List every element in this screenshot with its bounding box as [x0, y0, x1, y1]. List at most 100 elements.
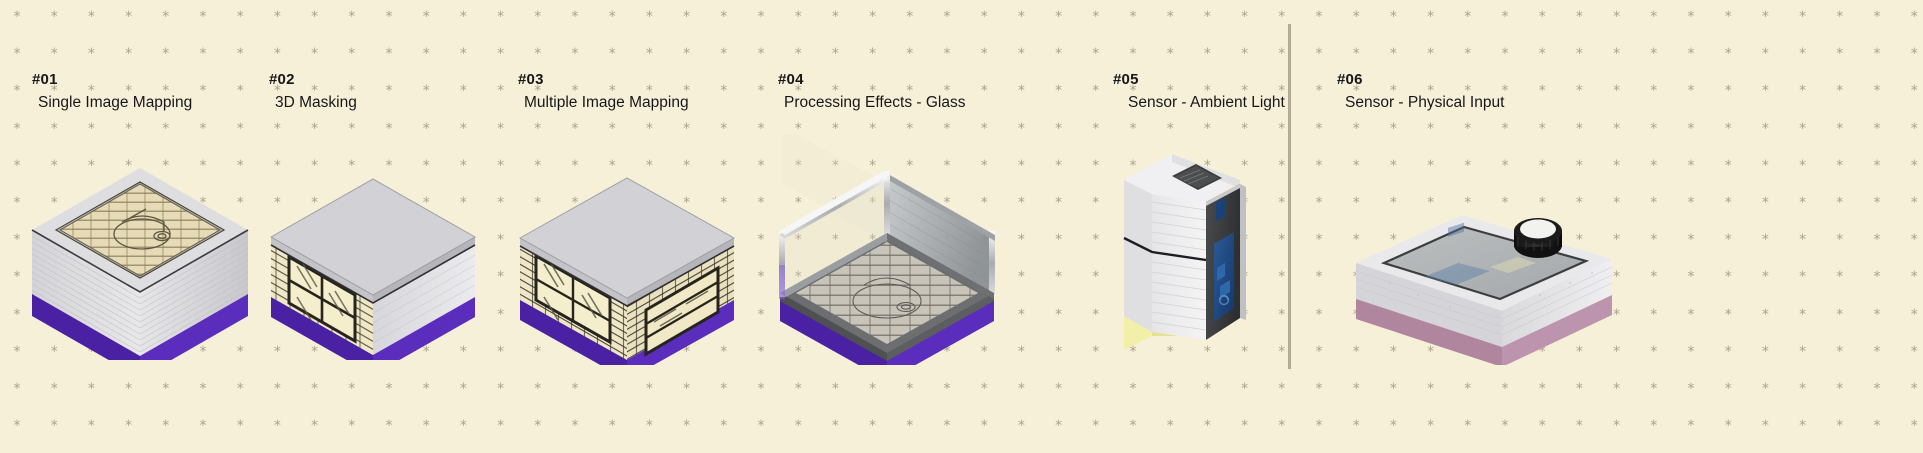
pattern-asterisk: * [1315, 157, 1323, 174]
pattern-asterisk: * [1389, 120, 1397, 137]
pattern-asterisk: * [1613, 157, 1621, 174]
pattern-asterisk: * [906, 120, 914, 137]
pattern-asterisk: * [608, 120, 616, 137]
pattern-asterisk: * [1650, 46, 1658, 63]
pattern-asterisk: * [459, 418, 467, 435]
model-svg-01 [31, 168, 249, 360]
item-number-3: #03 [518, 71, 544, 88]
pattern-asterisk: * [1389, 83, 1397, 100]
pattern-asterisk: * [1836, 343, 1844, 360]
item-title-1: Single Image Mapping [38, 94, 193, 111]
pattern-asterisk: * [1613, 83, 1621, 100]
pattern-asterisk: * [1278, 157, 1286, 174]
pattern-asterisk: * [1427, 157, 1435, 174]
pattern-asterisk: * [869, 9, 877, 25]
pattern-asterisk: * [1427, 381, 1435, 397]
pattern-asterisk: * [1017, 232, 1025, 249]
pattern-asterisk: * [1278, 9, 1286, 25]
pattern-asterisk: * [1724, 120, 1732, 137]
pattern-asterisk: * [1278, 306, 1286, 323]
pattern-asterisk: * [273, 381, 281, 397]
item-title-3: Multiple Image Mapping [524, 94, 689, 111]
pattern-asterisk: * [1315, 306, 1323, 323]
item-title-6: Sensor - Physical Input [1345, 94, 1505, 111]
pattern-asterisk: * [1650, 120, 1658, 137]
pattern-asterisk: * [1241, 46, 1249, 63]
pattern-asterisk: * [87, 9, 95, 25]
pattern-asterisk: * [1650, 232, 1658, 249]
pattern-asterisk: * [1761, 46, 1769, 63]
pattern-asterisk: * [1761, 343, 1769, 360]
pattern-asterisk: * [1650, 381, 1658, 397]
pattern-asterisk: * [1055, 269, 1063, 286]
pattern-asterisk: * [125, 418, 133, 435]
pattern-asterisk: * [831, 46, 839, 63]
pattern-asterisk: * [869, 83, 877, 100]
pattern-asterisk: * [1836, 157, 1844, 174]
pattern-asterisk: * [571, 9, 579, 25]
pattern-asterisk: * [162, 381, 170, 397]
pattern-asterisk: * [831, 120, 839, 137]
pattern-asterisk: * [534, 9, 542, 25]
pattern-asterisk: * [1873, 9, 1881, 25]
pattern-asterisk: * [1055, 120, 1063, 137]
pattern-asterisk: * [1055, 9, 1063, 25]
pattern-asterisk: * [1501, 83, 1509, 100]
pattern-asterisk: * [1315, 9, 1323, 25]
pattern-asterisk: * [1427, 120, 1435, 137]
pattern-asterisk: * [236, 83, 244, 100]
pattern-asterisk: * [1129, 46, 1137, 63]
pattern-asterisk: * [273, 46, 281, 63]
pattern-asterisk: * [534, 381, 542, 397]
pattern-asterisk: * [1055, 343, 1063, 360]
pattern-asterisk: * [831, 418, 839, 435]
pattern-asterisk: * [1538, 120, 1546, 137]
pattern-asterisk: * [571, 381, 579, 397]
pattern-asterisk: * [1724, 157, 1732, 174]
pattern-asterisk: * [1501, 418, 1509, 435]
pattern-asterisk: * [1352, 381, 1360, 397]
pattern-asterisk: * [385, 9, 393, 25]
pattern-asterisk: * [236, 418, 244, 435]
pattern-asterisk: * [943, 418, 951, 435]
pattern-asterisk: * [459, 120, 467, 137]
pattern-asterisk: * [1575, 418, 1583, 435]
pattern-asterisk: * [1799, 120, 1807, 137]
pattern-asterisk: * [869, 381, 877, 397]
pattern-asterisk: * [1650, 306, 1658, 323]
pattern-asterisk: * [1873, 157, 1881, 174]
pattern-asterisk: * [943, 381, 951, 397]
pattern-asterisk: * [162, 418, 170, 435]
pattern-asterisk: * [348, 46, 356, 63]
pattern-asterisk: * [1538, 381, 1546, 397]
pattern-asterisk: * [459, 381, 467, 397]
pattern-asterisk: * [50, 46, 58, 63]
pattern-asterisk: * [1352, 120, 1360, 137]
pattern-asterisk: * [199, 9, 207, 25]
pattern-asterisk: * [1389, 381, 1397, 397]
pattern-asterisk: * [422, 120, 430, 137]
pattern-asterisk: * [794, 9, 802, 25]
pattern-asterisk: * [1464, 46, 1472, 63]
pattern-asterisk: * [1203, 381, 1211, 397]
pattern-asterisk: * [1799, 418, 1807, 435]
pattern-asterisk: * [980, 9, 988, 25]
pattern-asterisk: * [1687, 418, 1695, 435]
pattern-asterisk: * [757, 418, 765, 435]
pattern-asterisk: * [497, 46, 505, 63]
pattern-asterisk: * [1910, 195, 1918, 211]
pattern-asterisk: * [50, 9, 58, 25]
pattern-asterisk: * [1129, 381, 1137, 397]
pattern-asterisk: * [1166, 418, 1174, 435]
pattern-asterisk: * [869, 46, 877, 63]
pattern-asterisk: * [534, 46, 542, 63]
pattern-asterisk: * [1910, 306, 1918, 323]
pattern-asterisk: * [1129, 120, 1137, 137]
pattern-asterisk: * [1836, 46, 1844, 63]
pattern-asterisk: * [348, 83, 356, 100]
pattern-asterisk: * [1910, 269, 1918, 286]
pattern-asterisk: * [1203, 83, 1211, 100]
pattern-asterisk: * [459, 9, 467, 25]
pattern-asterisk: * [1687, 157, 1695, 174]
knob-graphic [1514, 218, 1562, 258]
